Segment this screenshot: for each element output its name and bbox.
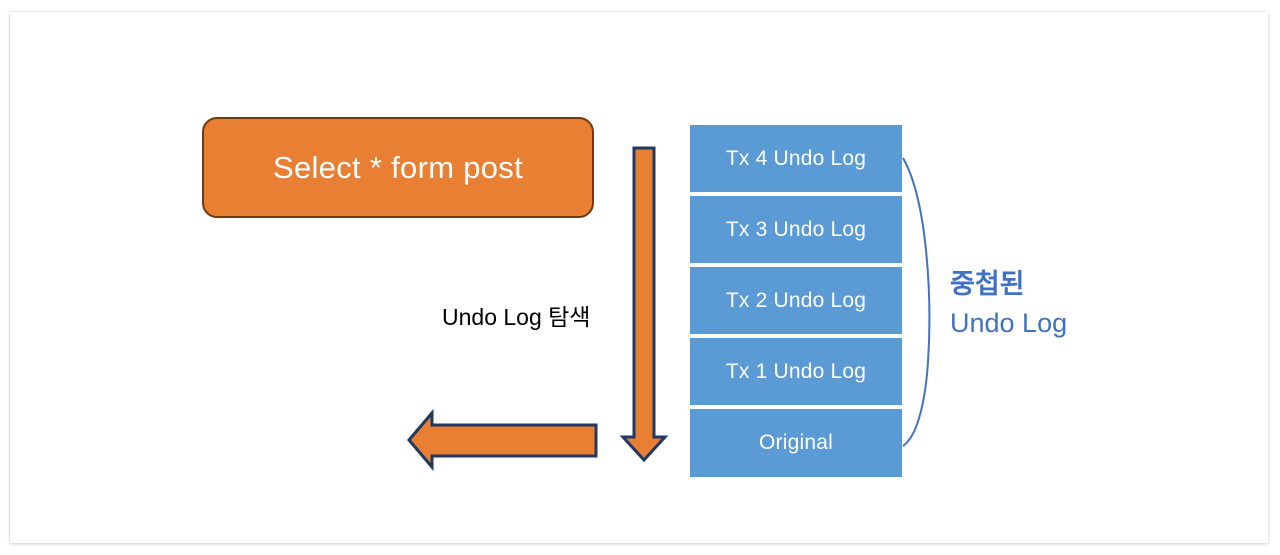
arrow-overlay <box>407 146 931 472</box>
grouping-brace-icon <box>902 157 931 447</box>
slide-canvas: Select * form post Tx 4 Undo Log Tx 3 Un… <box>10 12 1268 543</box>
down-arrow-icon <box>619 146 669 463</box>
diagram-area: Select * form post Tx 4 Undo Log Tx 3 Un… <box>10 12 1268 543</box>
stack-item-original[interactable]: Original <box>690 409 902 477</box>
stack-item-tx4[interactable]: Tx 4 Undo Log <box>690 125 902 192</box>
stack-item-label: Tx 2 Undo Log <box>725 288 867 312</box>
stack-item-tx2[interactable]: Tx 2 Undo Log <box>690 267 902 334</box>
stack-item-tx1[interactable]: Tx 1 Undo Log <box>690 338 902 405</box>
stack-item-tx3[interactable]: Tx 3 Undo Log <box>690 196 902 263</box>
stack-item-label: Original <box>759 431 833 454</box>
brace-annotation-line2: Undo Log <box>950 308 1068 339</box>
brace-annotation-line1: 중첩된 <box>950 269 1025 299</box>
traverse-arrow-label: Undo Log 탐색 <box>442 304 591 330</box>
query-box[interactable]: Select * form post <box>202 117 594 218</box>
stack-item-label: Tx 4 Undo Log <box>725 146 867 170</box>
left-arrow-icon <box>407 408 598 472</box>
undo-log-stack: Tx 4 Undo Log Tx 3 Undo Log Tx 2 Undo Lo… <box>690 125 902 477</box>
stack-item-label: Tx 3 Undo Log <box>725 217 867 241</box>
stack-item-label: Tx 1 Undo Log <box>725 359 867 383</box>
query-box-label: Select * form post <box>272 149 524 185</box>
brace-annotation: 중첩된 Undo Log <box>950 265 1067 343</box>
